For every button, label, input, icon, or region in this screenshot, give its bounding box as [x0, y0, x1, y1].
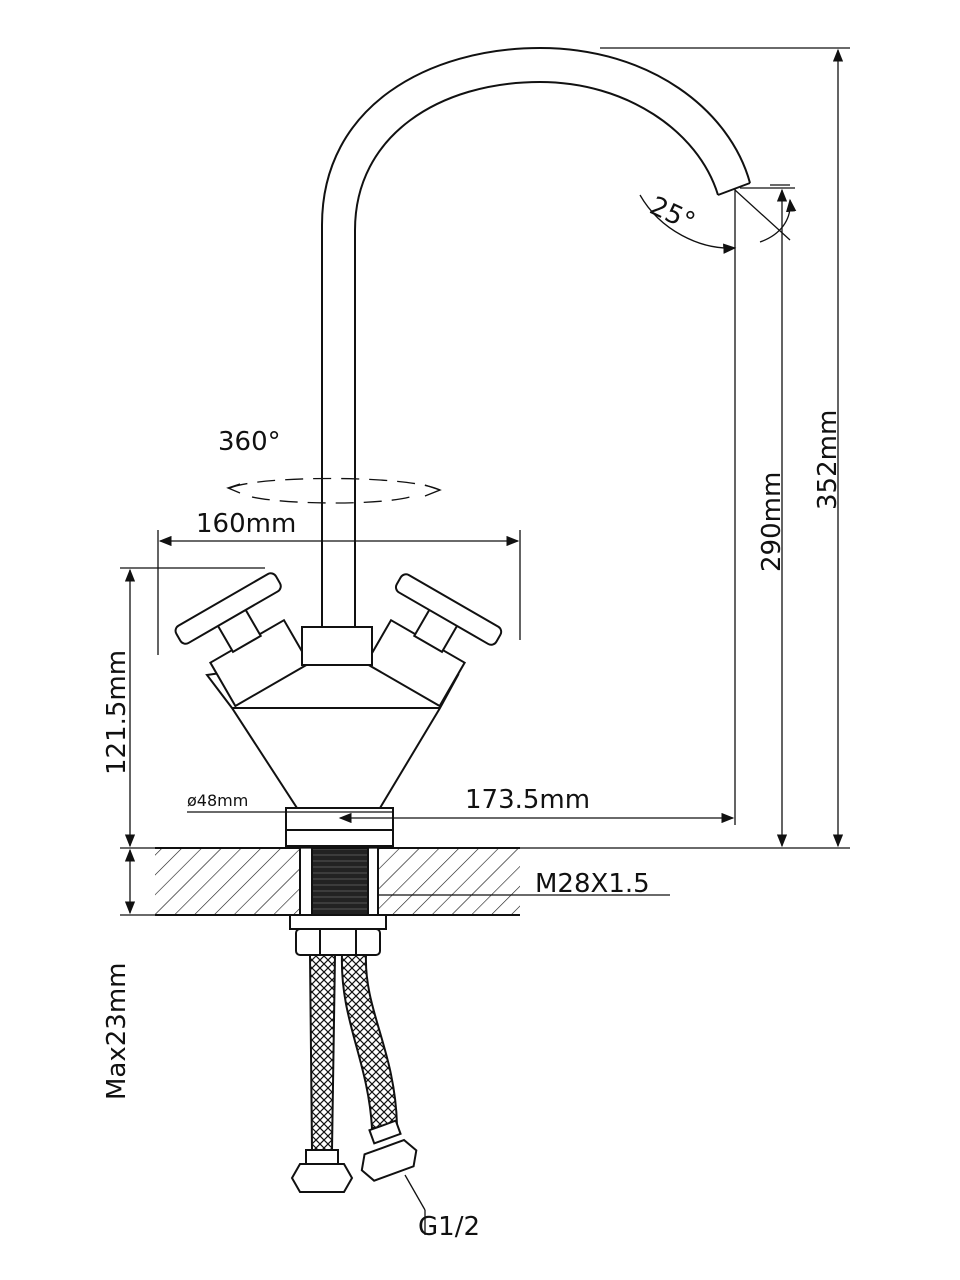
faucet-body — [174, 572, 503, 847]
hose-fitting-left — [290, 1163, 354, 1193]
supply-hoses — [290, 954, 426, 1235]
rotation-indicator: 360° — [218, 427, 442, 504]
mounting-nut — [289, 914, 387, 956]
rotation-label: 360° — [218, 427, 281, 457]
thread-label: M28X1.5 — [535, 869, 650, 899]
max-counter-label: Max23mm — [102, 963, 132, 1101]
hose-fitting-right — [360, 1138, 418, 1182]
spout — [321, 46, 751, 628]
base-diameter-label: ø48mm — [187, 791, 248, 810]
dimension-lines — [120, 47, 850, 916]
total-height-label: 352mm — [813, 410, 843, 510]
countertop — [155, 847, 520, 916]
handle-span-label: 160mm — [196, 509, 296, 539]
connection-label: G1/2 — [418, 1212, 480, 1242]
spout-height-label: 290mm — [757, 472, 787, 572]
spout-angle-label: 25° — [645, 191, 699, 238]
body-height-label: 121.5mm — [102, 650, 132, 775]
spout-reach-label: 173.5mm — [465, 785, 590, 815]
spout-angle-dimension: 25° — [639, 184, 797, 254]
